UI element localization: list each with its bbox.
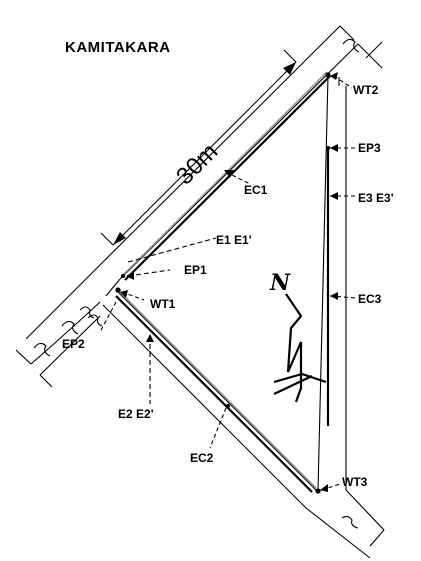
cable-ec1: [121, 71, 331, 281]
dimension-arrow: [100, 49, 297, 246]
cable-ec3: [317, 75, 330, 491]
label-e1: E1 E1': [216, 233, 252, 247]
site-title: KAMITAKARA: [65, 39, 171, 56]
label-ec2: EC2: [190, 451, 214, 465]
north-label: N: [269, 270, 291, 296]
ec2-mark: [226, 404, 230, 408]
label-wt2: WT2: [353, 83, 379, 97]
label-ec3: EC3: [358, 292, 382, 306]
cable-ec2: [115, 291, 317, 493]
wt3-dot: [315, 488, 321, 494]
label-ep3: EP3: [358, 141, 381, 155]
label-ep1: EP1: [184, 263, 207, 277]
north-arrow-icon: [273, 293, 327, 403]
leader-lines: [99, 72, 357, 492]
ep3-dot: [326, 146, 330, 150]
label-e3: E3 E3': [358, 191, 394, 205]
wt1-dot: [115, 287, 121, 293]
label-e2: E2 E2': [118, 407, 154, 421]
label-wt3: WT3: [342, 475, 368, 489]
label-ec1: EC1: [244, 183, 268, 197]
tunnel-walls: [15, 25, 385, 559]
label-ep2: EP2: [62, 337, 85, 351]
wt2-dot: [325, 72, 331, 78]
ep1-dot: [121, 274, 125, 278]
label-wt1: WT1: [150, 297, 176, 311]
